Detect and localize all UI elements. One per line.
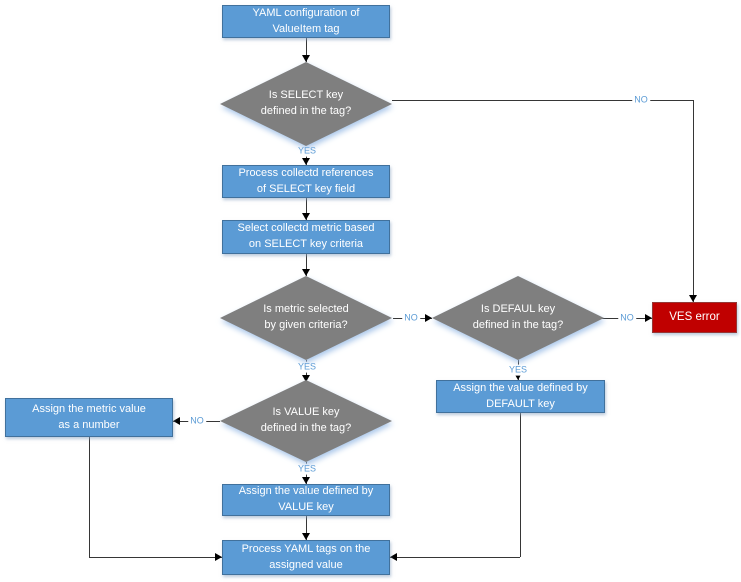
node-select-metric: Select collectd metric based on SELECT k… xyxy=(222,220,390,254)
node-process-yaml-tags: Process YAML tags on the assigned value xyxy=(222,540,390,575)
decision-is-select-key: Is SELECT key defined in the tag? xyxy=(220,62,392,146)
arrowhead-select-yes xyxy=(302,158,310,165)
connector-default-to-process-horizontal xyxy=(390,557,520,558)
edge-label-default-yes: YES xyxy=(506,364,530,376)
node-process-references: Process collectd references of SELECT ke… xyxy=(222,165,390,198)
decision-is-metric-selected: Is metric selected by given criteria? xyxy=(220,276,392,360)
edge-label-value-yes: YES xyxy=(295,463,319,475)
arrowhead-metric-to-decision xyxy=(302,269,310,276)
node-assign-metric-number: Assign the metric value as a number xyxy=(5,398,173,437)
node-assign-default: Assign the value defined by DEFAULT key xyxy=(436,380,605,413)
connector-metric-to-decision xyxy=(306,254,307,276)
arrowhead-value-to-process xyxy=(302,533,310,540)
decision-is-value-key-label: Is VALUE key defined in the tag? xyxy=(220,380,392,462)
arrowhead-references-to-metric xyxy=(302,213,310,220)
edge-label-select-yes: YES xyxy=(295,145,319,157)
edge-label-value-no: NO xyxy=(188,415,206,427)
arrowhead-metric-yes xyxy=(302,375,310,382)
node-start: YAML configuration of ValueItem tag xyxy=(222,5,390,38)
decision-is-select-key-label: Is SELECT key defined in the tag? xyxy=(220,62,392,146)
arrowhead-default-no xyxy=(645,314,652,322)
arrowhead-default-to-process xyxy=(390,553,397,561)
edge-label-metric-yes: YES xyxy=(295,361,319,373)
edge-label-select-no: NO xyxy=(632,94,650,106)
edge-label-metric-no: NO xyxy=(402,312,420,324)
connector-select-no-horizontal xyxy=(392,100,694,101)
decision-is-value-key: Is VALUE key defined in the tag? xyxy=(220,380,392,462)
connector-number-to-process-vertical xyxy=(89,437,90,557)
arrowhead-start-to-select xyxy=(302,55,310,62)
decision-is-metric-selected-label: Is metric selected by given criteria? xyxy=(220,276,392,360)
connector-number-to-process-horizontal xyxy=(89,557,222,558)
arrowhead-select-no xyxy=(689,295,697,302)
node-ves-error: VES error xyxy=(652,302,737,333)
decision-is-default-key-label: Is DEFAUL key defined in the tag? xyxy=(432,276,604,360)
connector-value-to-process xyxy=(306,516,307,540)
connector-references-to-metric xyxy=(306,198,307,220)
arrowhead-default-yes xyxy=(514,373,522,380)
arrowhead-metric-no xyxy=(425,314,432,322)
connector-select-no-vertical xyxy=(693,100,694,302)
connector-default-to-process-vertical xyxy=(520,413,521,557)
arrowhead-number-to-process xyxy=(215,553,222,561)
edge-label-default-no: NO xyxy=(618,312,636,324)
decision-is-default-key: Is DEFAUL key defined in the tag? xyxy=(432,276,604,360)
node-assign-value: Assign the value defined by VALUE key xyxy=(222,484,390,516)
connector-start-to-select xyxy=(306,38,307,62)
arrowhead-value-yes xyxy=(302,477,310,484)
arrowhead-value-no xyxy=(173,417,180,425)
